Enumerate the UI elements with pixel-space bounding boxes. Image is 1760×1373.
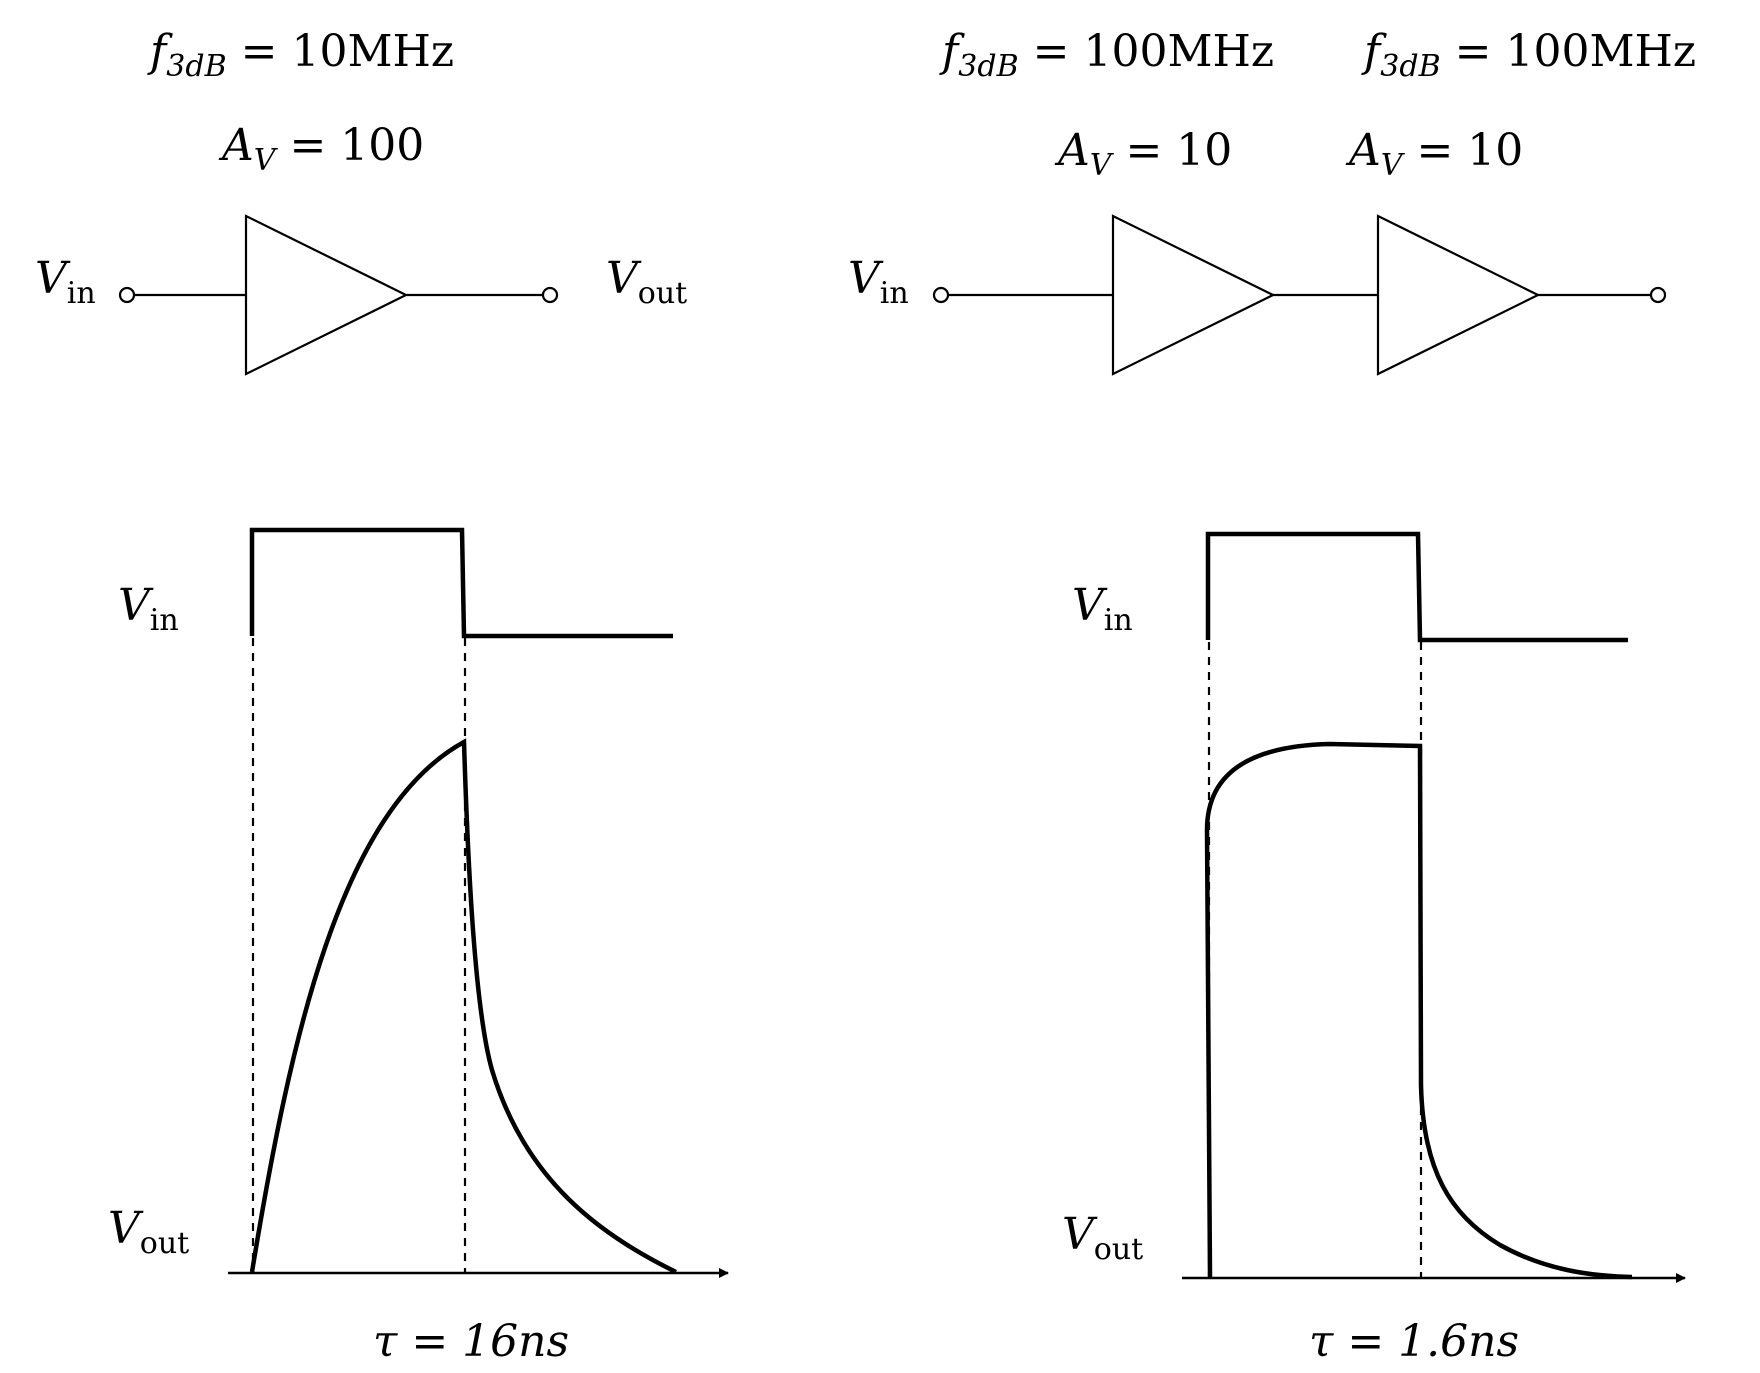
right-stage2-f3db-label: f3dB = 100MHz	[1361, 26, 1696, 84]
left-output-response-waveform	[249, 738, 677, 1275]
right-input-pulse-waveform	[1205, 531, 1628, 643]
left-input-pulse-waveform	[249, 527, 673, 639]
left-wave-vin-label: Vin	[118, 580, 179, 638]
right-amplifier2-triangle-icon	[1376, 214, 1541, 376]
left-gain-label: AV = 100	[218, 120, 424, 178]
right-stage1-f3db-label: f3dB = 100MHz	[939, 26, 1274, 84]
left-amplifier-triangle-icon	[244, 214, 409, 376]
right-amplifier1-triangle-icon	[1111, 214, 1276, 376]
right-output-terminal	[1649, 286, 1667, 304]
left-vin-terminal-label: Vin	[35, 253, 96, 311]
right-output-response-waveform	[1204, 741, 1633, 1280]
left-single-amplifier: f3dB = 10MHz AV = 100 Vin Vout Vin Vout	[35, 26, 729, 1367]
left-vout-terminal-label: Vout	[606, 253, 687, 311]
right-stage2-gain-label: AV = 10	[1345, 125, 1523, 183]
right-cascaded-amplifiers: f3dB = 100MHz AV = 10 f3dB = 100MHz AV =…	[848, 26, 1696, 1367]
right-wave-vin-label: Vin	[1072, 580, 1133, 638]
left-tau-label: τ = 16ns	[373, 1316, 569, 1367]
left-input-terminal	[118, 286, 136, 304]
right-stage1-gain-label: AV = 10	[1054, 125, 1232, 183]
right-vin-terminal-label: Vin	[848, 253, 909, 311]
right-input-terminal	[932, 286, 950, 304]
left-wave-vout-label: Vout	[108, 1203, 189, 1261]
right-tau-label: τ = 1.6ns	[1309, 1316, 1519, 1367]
right-wave-vout-label: Vout	[1062, 1209, 1143, 1267]
left-f3db-label: f3dB = 10MHz	[147, 26, 454, 84]
left-output-terminal	[541, 286, 559, 304]
